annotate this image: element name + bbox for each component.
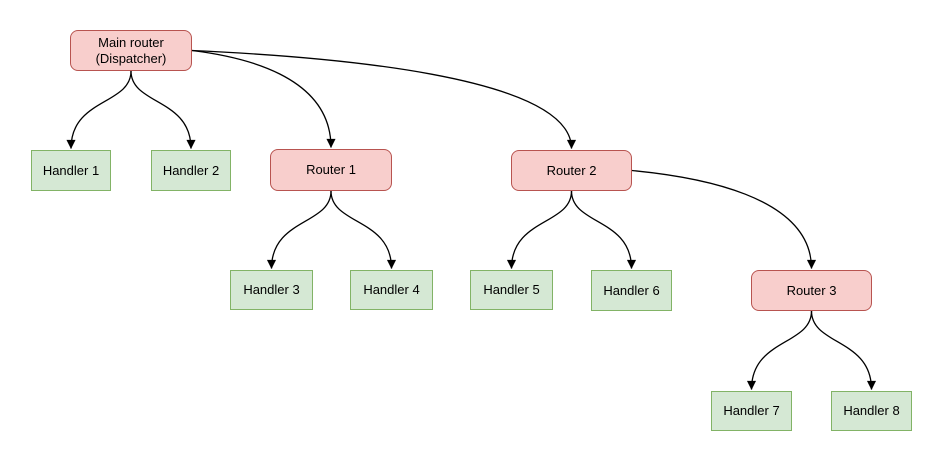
node-h6-handler: Handler 6 [591,270,672,311]
node-h2-handler: Handler 2 [151,150,231,191]
node-r2-router: Router 2 [511,150,632,191]
edge-main-to-h2 [130,70,196,149]
node-h3-handler: Handler 3 [230,270,313,310]
node-r1-router: Router 1 [270,149,392,191]
edge-main-to-h1 [66,70,132,149]
node-h1-handler: Handler 1 [31,150,111,191]
node-h4-handler: Handler 4 [350,270,433,310]
edge-r2-to-h6 [570,190,637,269]
edge-r3-to-h8 [810,310,877,390]
edge-main-to-r2 [191,49,577,149]
edge-r1-to-h3 [266,190,332,269]
edge-r2-to-h5 [506,190,573,269]
node-h8-handler: Handler 8 [831,391,912,431]
node-h5-handler: Handler 5 [470,270,553,310]
node-r3-router: Router 3 [751,270,872,311]
edge-r1-to-h4 [330,190,397,269]
edge-r2-to-r3 [631,169,817,269]
node-h7-handler: Handler 7 [711,391,792,431]
edge-main-to-r1 [191,49,336,148]
edge-r3-to-h7 [746,310,813,390]
node-main-router: Main router (Dispatcher) [70,30,192,71]
